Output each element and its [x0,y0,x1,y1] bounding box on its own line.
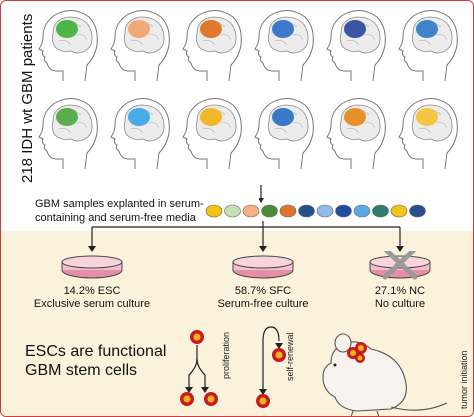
outcome-esc-label: Exclusive serum culture [33,298,151,310]
tumor-initiation-label: tumor initiation [459,350,469,409]
sample-dot [261,204,278,218]
tumor-spot [56,20,78,38]
sample-dot [335,204,352,218]
outcome-nc-label: No culture [374,298,426,310]
sample-dot [224,204,241,218]
proliferation-label: proliferation [221,332,231,379]
sample-dot [279,204,297,218]
patient-head-r1-5 [398,10,458,82]
sample-dot [353,204,371,218]
patient-head-r2-3 [254,98,314,170]
patient-heads [38,10,458,170]
sample-dot [390,204,408,218]
tumor-spot [128,108,150,126]
patient-head-r2-5 [398,98,458,170]
tumor-cells-icon [347,342,367,363]
outcome-nc-pct: 27.1% NC [374,285,426,297]
sample-dot [409,204,426,218]
tumor-spot [272,108,294,126]
self-renewal-diagram: self-renewal [256,326,295,408]
mouse-icon [322,333,448,416]
tumor-spot [344,20,366,38]
conclusion-line-2: GBM stem cells [25,362,138,379]
tumor-spot [200,20,222,38]
patient-head-r1-1 [110,10,170,82]
patient-head-r1-4 [326,10,386,82]
sample-dot [298,204,315,218]
explant-text-2: containing and serum-free media [35,212,196,224]
assay-diagrams: proliferation self-renewal tumor initiat… [180,326,469,416]
tumor-spot [200,108,222,126]
dish-nc [369,251,431,280]
tumor-spot [416,20,438,38]
tumor-spot [416,108,438,126]
self-renewal-label: self-renewal [285,332,295,381]
proliferation-diagram: proliferation [180,330,231,406]
patient-head-r2-2 [182,98,242,170]
patient-head-r1-2 [182,10,242,82]
patient-head-r1-3 [254,10,314,82]
sample-row [205,204,426,218]
dish-sfc [232,255,294,279]
sample-dot [205,204,223,218]
tumor-spot [56,108,78,126]
conclusion-line-1: ESCs are functional [25,343,167,360]
patient-head-r2-4 [326,98,386,170]
outcome-sfc-label: Serum-free culture [217,298,309,310]
sample-dot [316,204,334,218]
branch-arrows [88,221,404,252]
outcome-sfc-pct: 58.7% SFC [234,285,292,297]
patient-head-r2-1 [110,98,170,170]
patient-head-r2-0 [38,98,98,170]
cross-icon [382,251,418,280]
explant-text-1: GBM samples explanted in serum- [35,198,204,210]
tumor-spot [344,108,366,126]
outcome-esc-pct: 14.2% ESC [63,285,121,297]
dish-esc [61,255,123,279]
sample-dot [372,204,389,218]
sample-dot [242,204,260,218]
culture-dishes [61,251,431,280]
tumor-spot [272,20,294,38]
tumor-spot [128,20,150,38]
patient-head-r1-0 [38,10,98,82]
down-arrow [259,185,264,203]
